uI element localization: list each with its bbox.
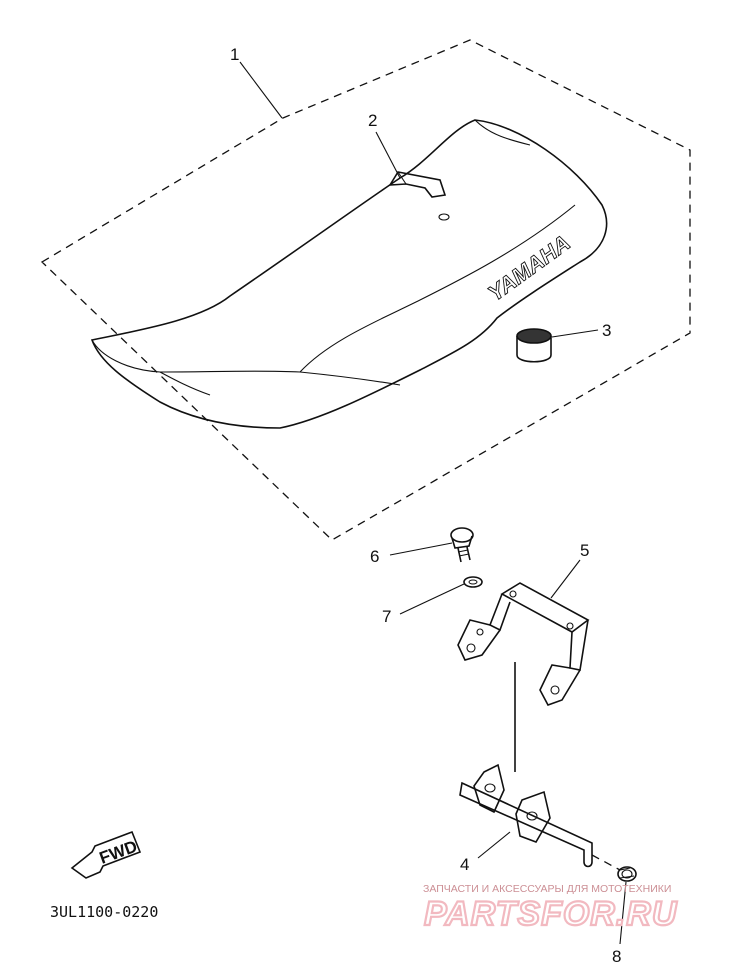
callout-6: 6 bbox=[370, 547, 379, 566]
callout-1: 1 bbox=[230, 45, 239, 64]
callout-8: 8 bbox=[612, 947, 621, 966]
spring-assembly-line bbox=[591, 854, 621, 871]
leader-lines bbox=[239, 61, 627, 945]
bracket bbox=[457, 582, 590, 706]
callout-2: 2 bbox=[368, 111, 377, 130]
bolt bbox=[450, 527, 474, 563]
seat bbox=[90, 119, 608, 429]
callout-5: 5 bbox=[580, 541, 589, 560]
callout-3: 3 bbox=[602, 321, 611, 340]
diagram-code: 3UL1100-0220 bbox=[50, 903, 158, 921]
fwd-arrow: FWD bbox=[70, 830, 142, 879]
washer bbox=[463, 576, 483, 588]
callout-7: 7 bbox=[382, 607, 391, 626]
svg-text:FWD: FWD bbox=[97, 837, 140, 868]
spring bbox=[617, 866, 637, 882]
watermark-logo: PARTSFOR.RU bbox=[424, 895, 678, 933]
watermark-caption: ЗАПЧАСТИ И АКСЕССУАРЫ ДЛЯ МОТОТЕХНИКИ bbox=[423, 883, 671, 895]
seat-hook bbox=[388, 171, 447, 198]
seat-damper bbox=[516, 328, 552, 363]
callout-4: 4 bbox=[460, 855, 469, 874]
seat-assembly-boundary bbox=[40, 39, 691, 541]
hinge-rod bbox=[459, 763, 593, 868]
